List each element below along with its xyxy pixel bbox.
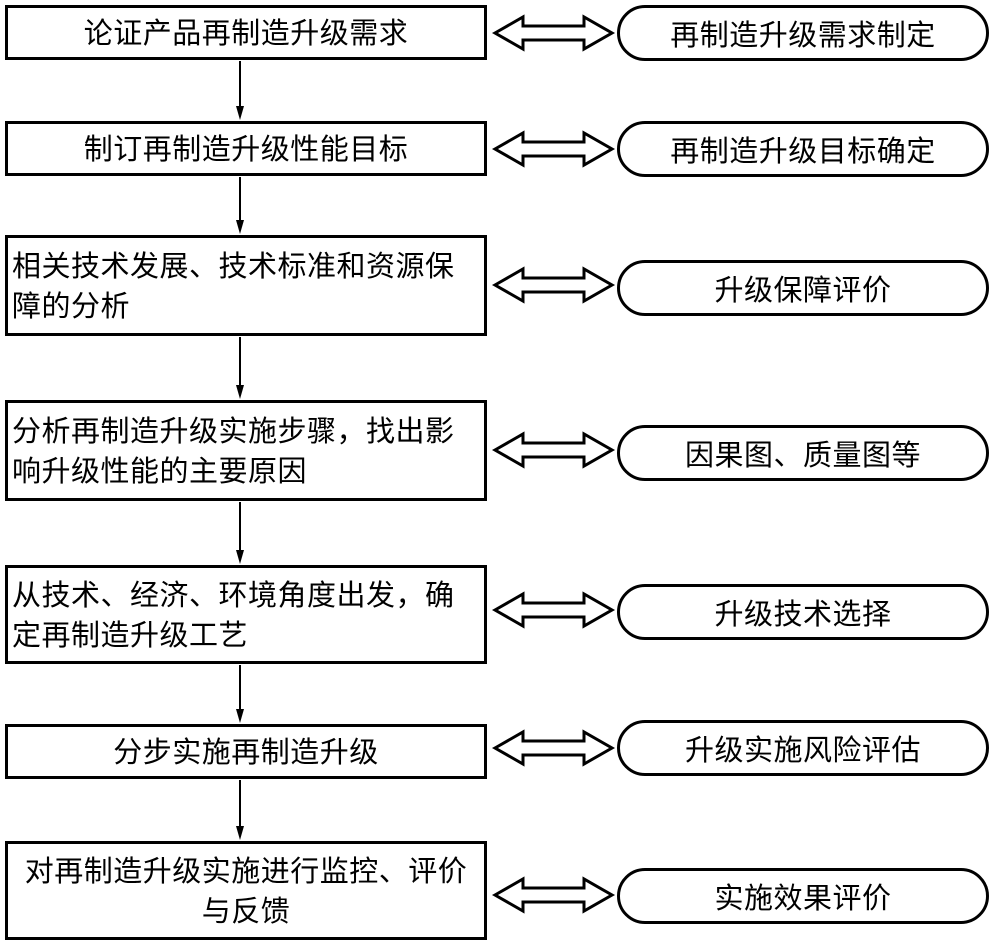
step-label-5: 从技术、经济、环境角度出发，确定再制造升级工艺 [12, 577, 455, 652]
result-pill-2: 再制造升级目标确定 [617, 121, 989, 177]
result-pill-1: 再制造升级需求制定 [617, 5, 989, 61]
step-label-4: 分析再制造升级实施步骤，找出影响升级性能的主要原因 [12, 413, 455, 488]
result-pill-3: 升级保障评价 [617, 260, 989, 316]
result-pill-4: 因果图、质量图等 [617, 425, 989, 481]
result-label-4: 因果图、质量图等 [684, 438, 921, 472]
result-label-1: 再制造升级需求制定 [670, 18, 936, 52]
double-arrow-2 [491, 130, 616, 168]
flow-arrowhead-4 [236, 550, 244, 564]
result-pill-5: 升级技术选择 [617, 584, 989, 640]
result-pill-6: 升级实施风险评估 [617, 720, 989, 776]
flow-arrowhead-5 [236, 709, 244, 723]
result-label-2: 再制造升级目标确定 [670, 134, 936, 168]
result-label-3: 升级保障评价 [714, 273, 892, 307]
double-arrow-3 [491, 266, 616, 304]
flow-arrowhead-2 [236, 220, 244, 234]
flow-arrowhead-3 [236, 385, 244, 399]
step-label-1: 论证产品再制造升级需求 [83, 15, 409, 50]
step-label-3: 相关技术发展、技术标准和资源保障的分析 [12, 248, 455, 323]
step-box-2: 制订再制造升级性能目标 [5, 121, 487, 176]
double-arrow-5 [491, 591, 616, 629]
link-arrows [491, 14, 616, 914]
double-arrow-7 [491, 876, 616, 914]
step-box-5: 从技术、经济、环境角度出发，确定再制造升级工艺 [5, 565, 487, 664]
step-box-1: 论证产品再制造升级需求 [5, 5, 487, 60]
result-pill-7: 实施效果评价 [617, 868, 989, 924]
flow-arrowhead-1 [236, 106, 244, 120]
step-label-7: 对再制造升级实施进行监控、评价与反馈 [24, 853, 468, 928]
double-arrow-4 [491, 431, 616, 469]
result-label-6: 升级实施风险评估 [684, 733, 921, 767]
step-box-4: 分析再制造升级实施步骤，找出影响升级性能的主要原因 [5, 400, 487, 501]
flow-arrows [236, 61, 244, 840]
double-arrow-1 [491, 14, 616, 52]
step-box-6: 分步实施再制造升级 [5, 724, 487, 779]
result-label-7: 实施效果评价 [714, 881, 892, 915]
double-arrow-6 [491, 729, 616, 767]
step-label-6: 分步实施再制造升级 [113, 734, 379, 769]
step-box-7: 对再制造升级实施进行监控、评价与反馈 [5, 841, 487, 940]
flow-arrowhead-6 [236, 826, 244, 840]
step-box-3: 相关技术发展、技术标准和资源保障的分析 [5, 235, 487, 336]
step-label-2: 制订再制造升级性能目标 [83, 131, 409, 166]
result-label-5: 升级技术选择 [714, 597, 892, 631]
